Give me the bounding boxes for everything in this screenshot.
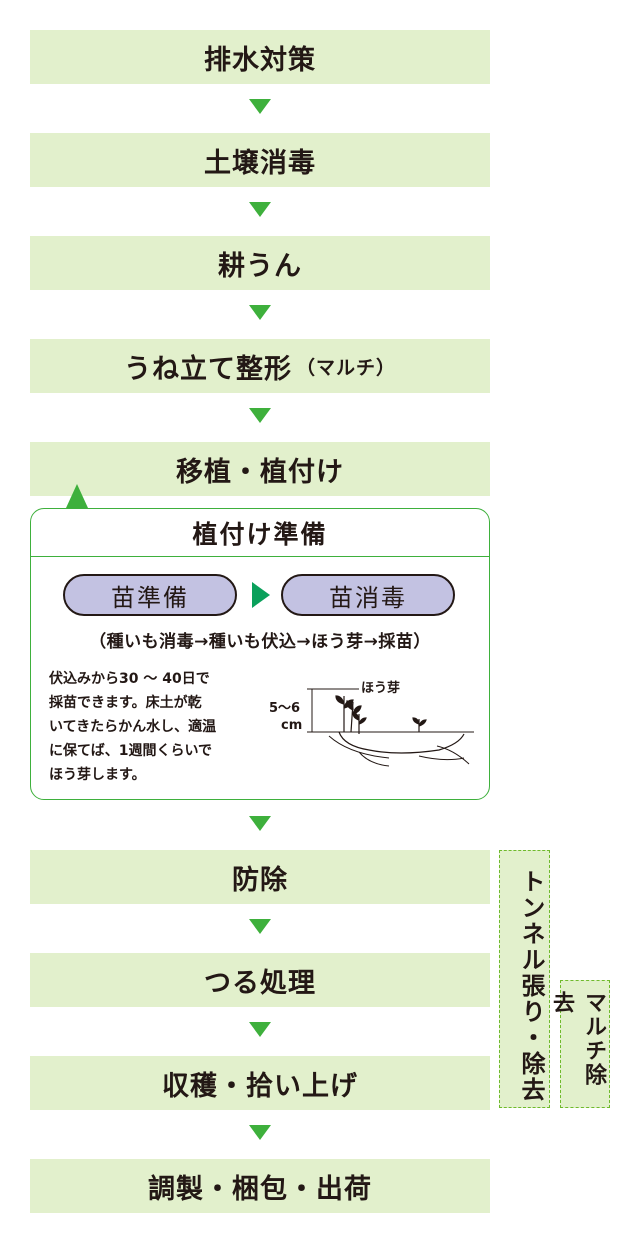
step-label: 土壌消毒 <box>204 147 316 179</box>
step-harvest: 収穫・拾い上げ <box>30 1056 490 1110</box>
step-sublabel: （マルチ） <box>295 356 396 379</box>
step-soil-disinfection: 土壌消毒 <box>30 133 490 187</box>
seedling-disinfection-pill: 苗消毒 <box>281 574 455 616</box>
planting-description: 伏込みから30 ～ 40日で 採苗できます。床土が乾 いてきたらかん水し、適温 … <box>49 667 254 787</box>
sprouting-illustration: 5～6 cm ほう芽 <box>269 680 474 767</box>
step-pest-control: 防除 <box>30 850 490 904</box>
flow-arrow-up-icon <box>66 484 88 508</box>
flow-arrow-down-icon <box>249 99 271 114</box>
step-label: つる処理 <box>204 967 316 999</box>
planting-prep-title: 植付け準備 <box>31 509 489 557</box>
play-arrow-icon <box>252 582 270 608</box>
sprout-label: ほう芽 <box>361 680 400 696</box>
mulch-removal-label: マルチ除去 <box>549 980 610 1108</box>
description-line: 伏込みから30 ～ 40日で <box>49 671 210 687</box>
depth-label-value: 5～6 <box>269 701 300 716</box>
step-tillage: 耕うん <box>30 236 490 290</box>
step-label: 防除 <box>232 864 288 896</box>
step-label: 移植・植付け <box>176 456 344 488</box>
flow-arrow-down-icon <box>249 919 271 934</box>
flow-arrow-down-icon <box>249 305 271 320</box>
step-vine-processing: つる処理 <box>30 953 490 1007</box>
description-line: に保てば、1週間くらいで <box>49 743 213 759</box>
description-line: ほう芽します。 <box>49 767 146 783</box>
step-label: 排水対策 <box>204 44 316 76</box>
description-line: いてきたらかん水し、適温 <box>49 719 217 735</box>
depth-label-unit: cm <box>281 718 302 733</box>
seedling-prep-pill: 苗準備 <box>63 574 237 616</box>
step-transplanting: 移植・植付け <box>30 442 490 496</box>
step-shipping: 調製・梱包・出荷 <box>30 1159 490 1213</box>
step-label: 調製・梱包・出荷 <box>148 1173 372 1205</box>
flow-arrow-down-icon <box>249 1022 271 1037</box>
flow-arrow-down-icon <box>249 408 271 423</box>
step-ridge-forming: うね立て整形（マルチ） <box>30 339 490 393</box>
flow-arrow-down-icon <box>249 202 271 217</box>
step-label: 耕うん <box>218 250 302 282</box>
process-sequence: （種いも消毒→種いも伏込→ほう芽→採苗） <box>89 632 431 652</box>
flow-arrow-down-icon <box>249 816 271 831</box>
description-line: 採苗できます。床土が乾 <box>49 695 202 711</box>
tunnel-label: トンネル張り・除去 <box>499 850 550 1108</box>
step-label: 収穫・拾い上げ <box>162 1070 358 1102</box>
flow-arrow-down-icon <box>249 1125 271 1140</box>
planting-prep-panel: 植付け準備 苗準備 苗消毒 （種いも消毒→種いも伏込→ほう芽→採苗） 伏込みから… <box>30 508 490 800</box>
step-drainage: 排水対策 <box>30 30 490 84</box>
step-label: うね立て整形 <box>123 353 292 385</box>
